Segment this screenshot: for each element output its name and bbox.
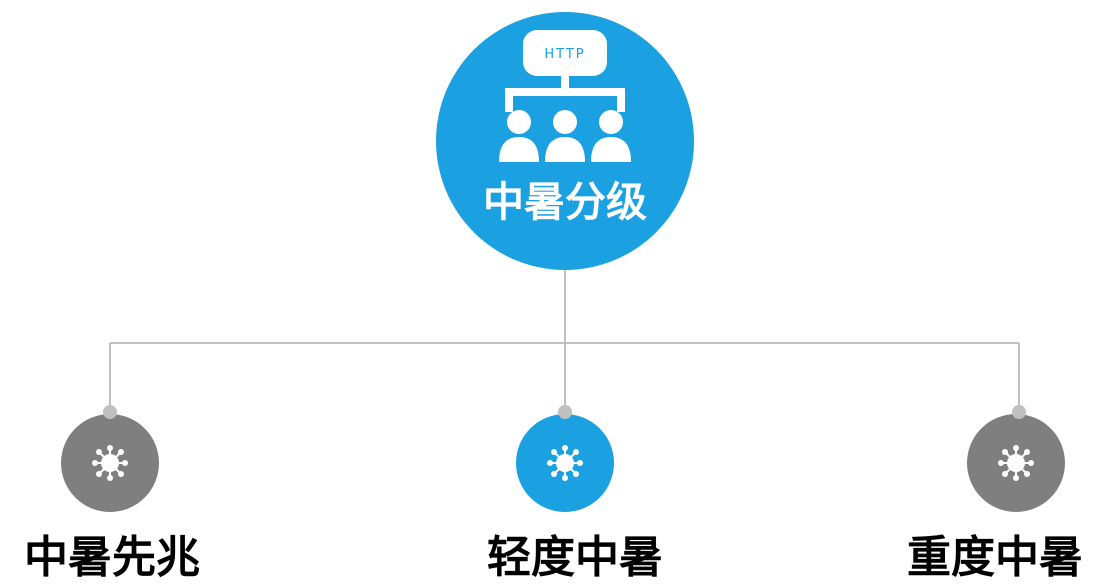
virus-icon (547, 445, 583, 481)
http-badge-text: HTTP (544, 47, 585, 62)
child-node-center (516, 414, 614, 512)
root-label: 中暑分级 (483, 178, 647, 226)
child-node-left (61, 414, 159, 512)
connector-dot-center (558, 405, 572, 419)
connector-dot-left (103, 405, 117, 419)
child-label-center: 轻度中暑 (487, 532, 663, 583)
child-label-right: 重度中暑 (907, 532, 1083, 583)
root-node: HTTP 中暑分级 (436, 12, 694, 270)
virus-icon (998, 445, 1034, 481)
virus-icon (92, 445, 128, 481)
hierarchy-people-icon: HTTP (499, 30, 631, 162)
connector-dot-right (1012, 405, 1026, 419)
child-node-right (967, 414, 1065, 512)
child-label-left: 中暑先兆 (24, 532, 200, 583)
